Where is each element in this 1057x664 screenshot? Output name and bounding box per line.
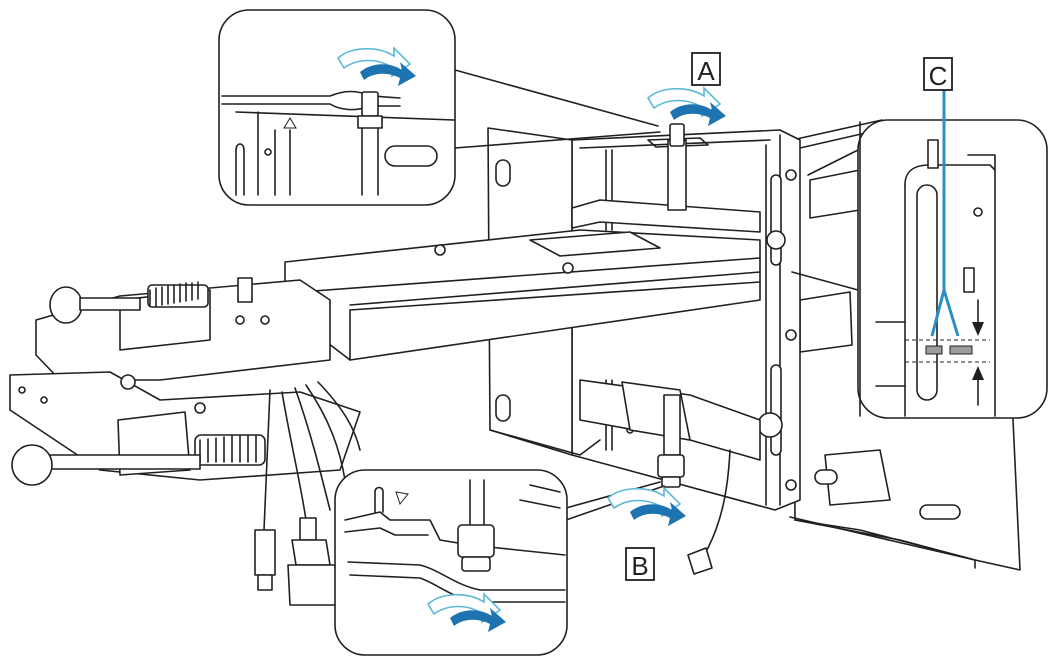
- horizontal-rail: [284, 229, 761, 361]
- guide-lines: [930, 88, 960, 337]
- inset-a: [218, 9, 661, 206]
- main-rotate-arrow-a-icon: [647, 87, 727, 127]
- cables: [254, 381, 361, 606]
- up-arrow-icon: [972, 366, 984, 406]
- inset-b: [334, 469, 665, 656]
- inset-b-detail: [344, 479, 566, 603]
- lower-clamp: [9, 371, 361, 486]
- label-b: B: [625, 547, 655, 581]
- label-a: A: [691, 52, 721, 86]
- top-bracket: [571, 123, 761, 233]
- inset-a-detail: [221, 90, 455, 196]
- inset-c-detail: [859, 121, 996, 417]
- down-arrow-icon: [972, 299, 984, 336]
- main-rotate-arrow-b-icon: [607, 487, 687, 527]
- upper-clamp: [35, 277, 331, 381]
- label-c: C: [923, 57, 953, 91]
- inset-c: [791, 88, 1048, 419]
- bottom-bracket: [579, 379, 761, 575]
- main-assembly: [9, 119, 1021, 606]
- label-b-text: B: [631, 551, 648, 581]
- label-c-text: C: [929, 61, 948, 91]
- label-a-text: A: [697, 56, 715, 86]
